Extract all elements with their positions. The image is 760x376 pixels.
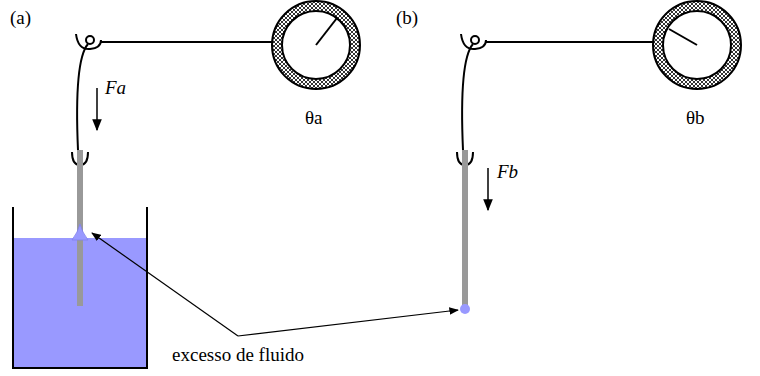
dial-b — [653, 1, 741, 89]
force-arrow-b — [487, 168, 489, 210]
rod-b — [460, 150, 470, 314]
angle-label: θb — [686, 108, 705, 129]
rod-a — [72, 150, 88, 306]
angle-label: θa — [305, 108, 323, 129]
force-label: Fb — [497, 162, 518, 183]
leader-lines — [92, 233, 458, 336]
dial-a — [272, 1, 360, 89]
balance-b — [457, 34, 653, 165]
force-arrow-a — [96, 88, 98, 130]
panel-label: (a) — [10, 8, 31, 29]
callout-label: excesso de fluido — [172, 345, 304, 366]
balance-a — [72, 34, 272, 165]
panel-label: (b) — [396, 8, 418, 29]
force-label: Fa — [105, 78, 126, 99]
